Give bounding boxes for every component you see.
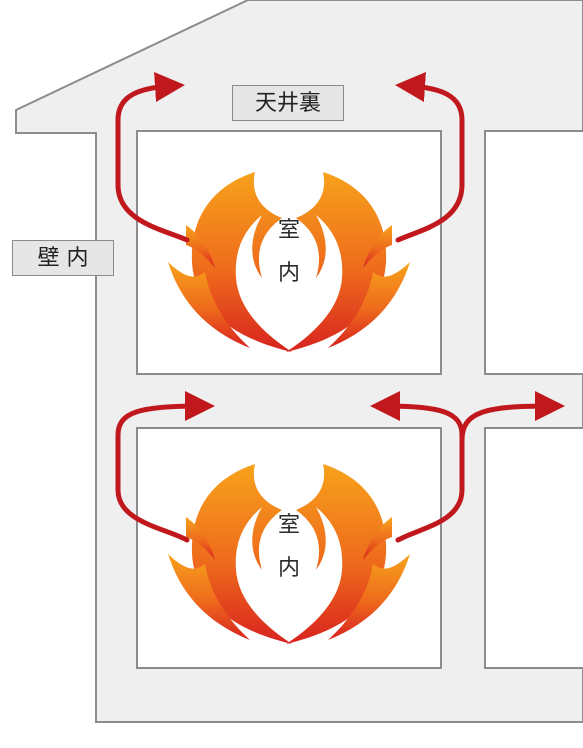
room-upper-label-line1: 室: [277, 218, 300, 243]
wall-interior-label: 壁 内: [12, 240, 114, 276]
room-lower-left: [136, 427, 442, 669]
room-upper-left: [136, 130, 442, 375]
room-upper-right: [484, 130, 583, 375]
arrow-upper-right: [395, 72, 465, 243]
room-lower-label-line1: 室: [277, 513, 300, 538]
room-upper-label-line2: 内: [277, 261, 300, 286]
arrow-lower-right-out: [459, 391, 565, 443]
arrow-upper-left: [115, 72, 190, 243]
arrow-lower-left: [115, 391, 215, 543]
room-lower-label-line2: 内: [277, 556, 300, 581]
attic-label: 天井裏: [232, 85, 344, 121]
room-lower-right: [484, 427, 583, 669]
